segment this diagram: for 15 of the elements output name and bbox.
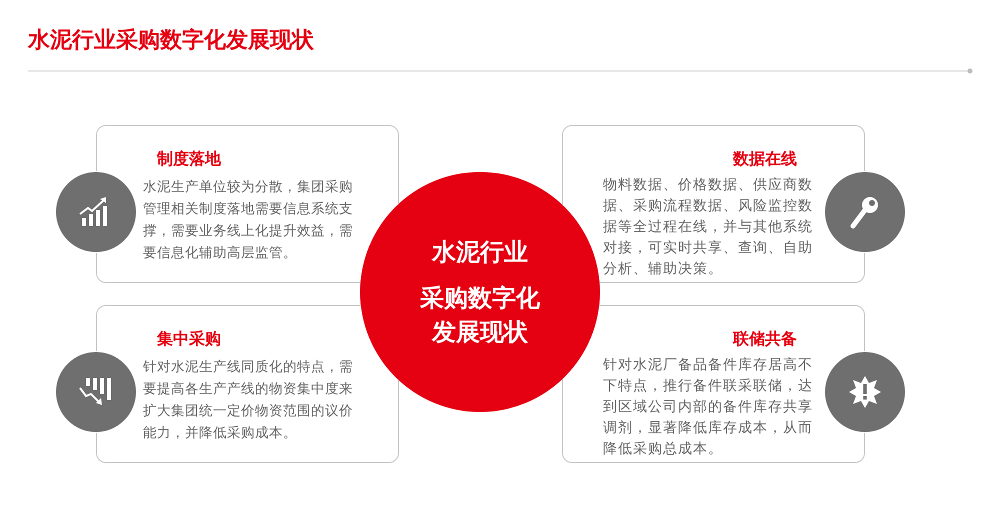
card-description: 针对水泥生产线同质化的特点，需要提高各生产产线的物资集中度来扩大集团统一定价物资范围的议价能力，并降低采购成本。 (143, 358, 354, 443)
info-card (96, 305, 399, 463)
card-heading: 数据在线 (733, 148, 797, 170)
card-description: 水泥生产单位较为分散，集团采购管理相关制度落地需要信息系统支撑，需要业务线上化提升效益，需要信息化辅助高层监管。 (143, 178, 354, 263)
card-description: 针对水泥厂备品备件库存居高不下特点，推行备件联采联储，达到区域公司内部的备件库存共享调剂，显著降低库存成本，从而降低采购总成本。 (603, 356, 814, 459)
center-title: 采购数字化发展现状 (419, 283, 541, 348)
card-heading: 制度落地 (157, 148, 221, 170)
page-title: 水泥行业采购数字化发展现状 (28, 26, 314, 55)
center-title: 水泥行业 (430, 237, 529, 268)
card-heading: 联储共备 (733, 328, 797, 350)
info-card (562, 125, 865, 283)
info-card (96, 125, 399, 283)
info-card (562, 305, 865, 463)
card-description: 物料数据、价格数据、供应商数据、采购流程数据、风险监控数据等全过程在线，并与其他系统对接，可实时共享、查询、自助分析、辅助决策。 (603, 176, 814, 279)
card-heading: 集中采购 (157, 328, 221, 350)
